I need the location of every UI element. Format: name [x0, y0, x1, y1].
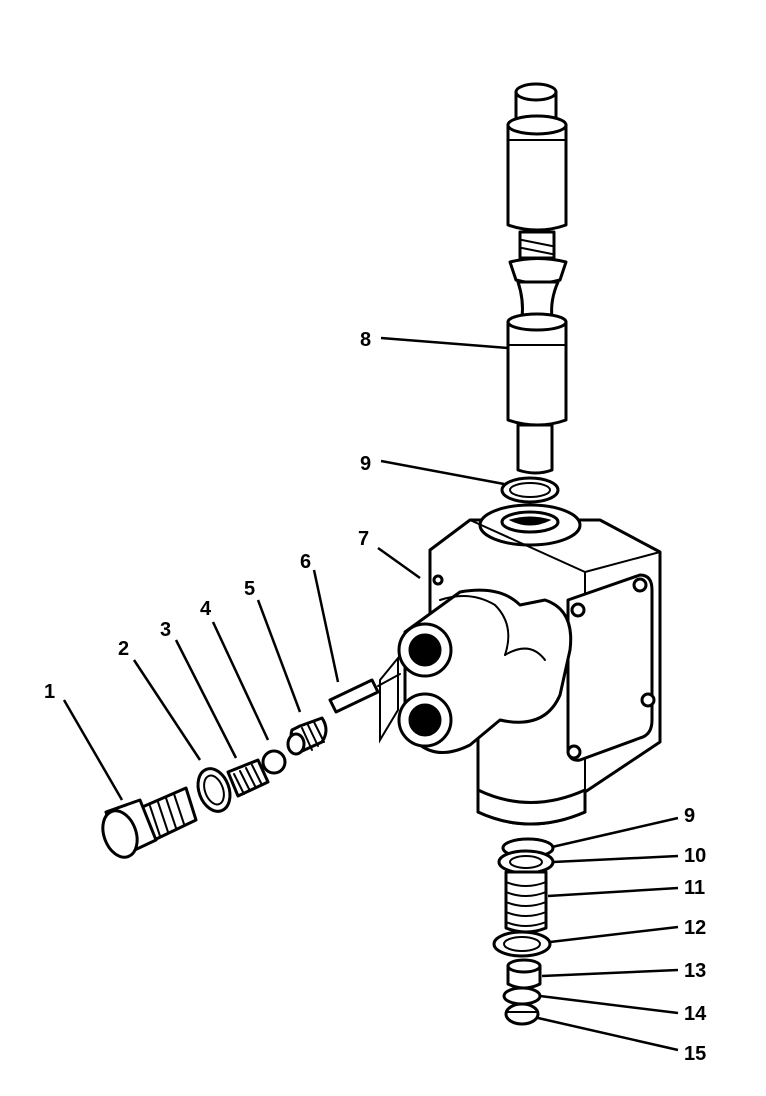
callout-1: 1 — [44, 681, 55, 703]
lower-stack — [492, 837, 555, 1026]
plug — [101, 786, 198, 859]
twin-ports — [397, 588, 573, 754]
leader-lines — [62, 336, 679, 1052]
callout-13: 13 — [684, 960, 706, 982]
callout-15: 15 — [684, 1043, 706, 1065]
callout-4: 4 — [200, 598, 212, 620]
gasket — [196, 767, 232, 813]
callout-7: 7 — [358, 528, 369, 550]
callout-14: 14 — [684, 1003, 707, 1025]
callout-8: 8 — [360, 329, 371, 351]
callout-5: 5 — [244, 578, 255, 600]
callout-12: 12 — [684, 917, 706, 939]
callout-10: 10 — [684, 845, 706, 867]
callouts: 1 2 3 4 5 6 7 8 9 9 10 11 12 13 14 15 — [44, 329, 707, 1065]
check-ball — [261, 749, 287, 775]
spool — [506, 82, 568, 475]
o-ring-top — [500, 476, 560, 504]
spring — [226, 758, 270, 798]
poppet — [286, 716, 328, 756]
callout-11: 11 — [684, 877, 705, 899]
callout-6: 6 — [300, 551, 311, 573]
check-pin — [328, 673, 401, 714]
callout-9-bottom: 9 — [684, 805, 695, 827]
callout-3: 3 — [160, 619, 171, 641]
callout-9-top: 9 — [360, 453, 371, 475]
callout-2: 2 — [118, 638, 129, 660]
